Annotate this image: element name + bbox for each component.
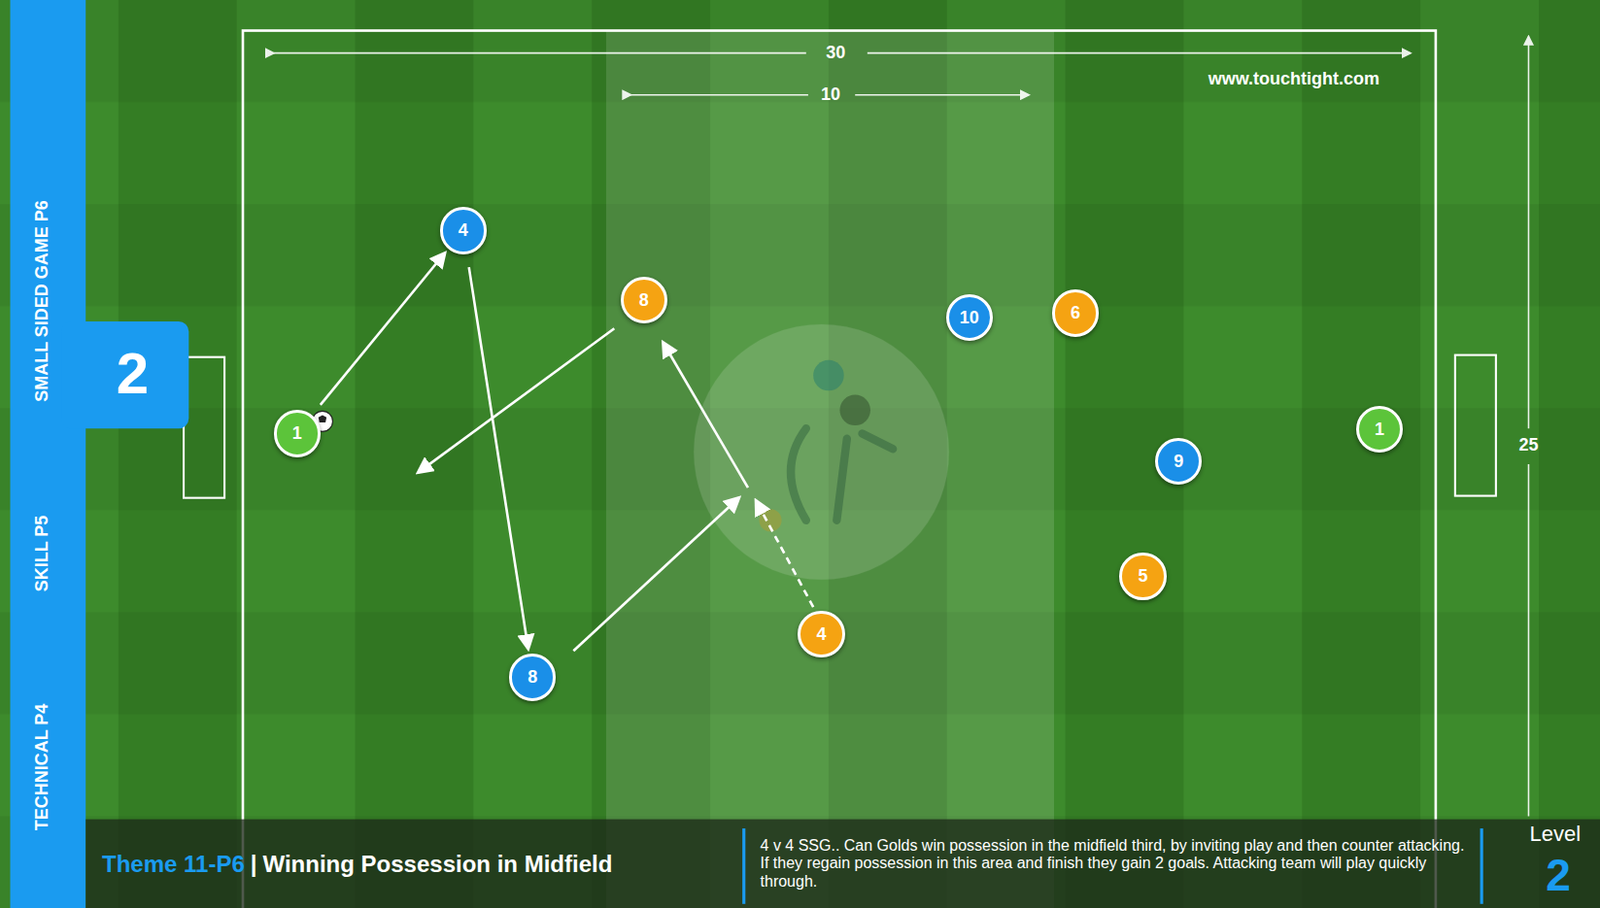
diagram-label: 25: [1518, 436, 1538, 456]
logo-head: [839, 395, 871, 427]
divider: [1480, 828, 1484, 905]
player-marker: 9: [1155, 438, 1202, 485]
diagram-label: 2: [1545, 851, 1571, 901]
logo-head: [813, 360, 845, 392]
diagram-label: www.touchtight.com: [1208, 69, 1380, 90]
pass-arrow: [469, 267, 529, 649]
player-marker: 6: [1052, 289, 1099, 337]
diagram-label: 2: [116, 341, 149, 407]
diagram-label: SMALL SIDED GAME P6: [33, 200, 53, 403]
diagram-label: SKILL P5: [33, 515, 53, 593]
dimension-lines: [273, 36, 1530, 818]
level-tab: [61, 321, 189, 429]
diagram-label: Level: [1529, 822, 1581, 847]
divider: [742, 828, 746, 905]
diagram-label: TECHNICAL P4: [33, 704, 53, 832]
player-marker: 10: [946, 294, 993, 341]
movement-arrows: [418, 328, 814, 651]
info-bar: [85, 819, 1600, 908]
field-border: [242, 31, 1436, 908]
logo-watermark: [693, 324, 950, 580]
player-marker: 5: [1119, 552, 1166, 600]
player-number: 10: [959, 308, 980, 327]
player-marker: 4: [440, 206, 487, 254]
player-number: 1: [1374, 420, 1385, 439]
right-goal: [1455, 355, 1497, 497]
pass-arrow: [320, 253, 445, 406]
player-number: 4: [458, 221, 469, 239]
player-number: 8: [527, 668, 538, 686]
diagram-title: Winning Possession in Midfield: [263, 851, 613, 879]
player-number: 6: [1070, 304, 1081, 322]
player-number: 1: [292, 424, 303, 443]
player-number: 8: [639, 291, 649, 309]
player-marker: 4: [797, 611, 845, 658]
logo-figure: [790, 428, 893, 521]
player-number: 9: [1173, 452, 1184, 471]
theme-label: |: [250, 851, 258, 879]
diagram-label: 30: [825, 43, 846, 64]
player-marker: 8: [509, 653, 556, 701]
theme-label: Theme 11-P6: [102, 851, 245, 879]
player-number: 4: [817, 625, 827, 644]
left-goal: [183, 357, 225, 499]
side-bar: [10, 0, 87, 908]
player-marker: 1: [273, 409, 321, 457]
title-bar: Theme 11-P6|Winning Possession in Midfie…: [102, 851, 613, 879]
diagram-label: 10: [820, 85, 841, 105]
ball-patch: [318, 415, 327, 423]
midfield-zone: [606, 31, 1055, 908]
player-number: 5: [1137, 567, 1148, 585]
diagram-caption: 4 v 4 SSG.. Can Golds win possession in …: [760, 837, 1470, 891]
player-marker: 8: [620, 276, 668, 324]
